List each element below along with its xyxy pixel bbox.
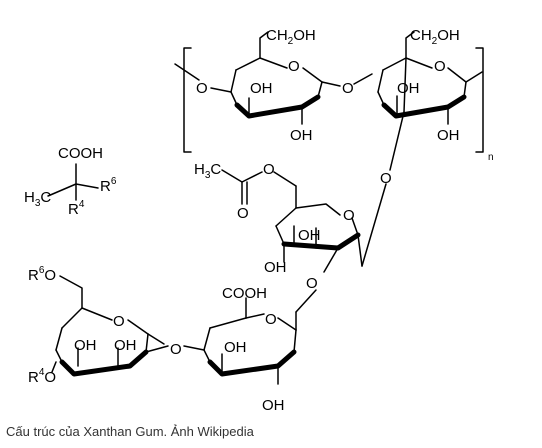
xanthan-gum-structure-diagram: n CH2OH O O OH OH O CH2OH O OH OH: [24, 27, 494, 414]
mannose-ring-acetylated: [275, 185, 363, 313]
acetyl-group: [221, 169, 297, 205]
oh-label-glucuronic-c3: OH: [224, 339, 247, 356]
cooh-label-free: COOH: [58, 145, 103, 162]
carbonyl-oxygen-label: O: [237, 205, 249, 222]
r4-label-free: R4: [68, 199, 85, 218]
ch2oh-label-2: CH2OH: [410, 27, 460, 47]
carboxylic-acid-fragment: [47, 163, 99, 201]
oh-label-mannose1-c2: OH: [264, 259, 287, 276]
oh-label-ring2-c2: OH: [437, 127, 460, 144]
ch2oh-label-1: CH2OH: [266, 27, 316, 47]
glycosidic-oxygen-label-2: O: [342, 80, 354, 97]
polymer-bracket-left: [183, 47, 192, 153]
glucuronic-acid-ring: [183, 297, 297, 385]
h3c-label: H3C: [24, 189, 51, 209]
cooh-label-glucuronic: COOH: [222, 285, 267, 302]
oh-label-glucuronic-c2: OH: [262, 397, 285, 414]
r6o-label: R6O: [28, 265, 56, 284]
h3c-label-acetyl: H3C: [194, 161, 221, 181]
ring-oxygen-label-2: O: [434, 58, 446, 75]
repeat-index-n: n: [488, 152, 494, 163]
ring-oxygen-label-glucuronic: O: [265, 311, 277, 328]
r4o-label: R4O: [28, 367, 56, 386]
oh-label-mannose1-c3: OH: [298, 227, 321, 244]
oh-label-ring1-c2: OH: [290, 127, 313, 144]
side-chain-oxygen-label: O: [380, 170, 392, 187]
side-chain-linkage-bonds: [361, 111, 405, 267]
backbone-glucose-ring-1: [174, 31, 341, 125]
glycosidic-oxygen-label-1: O: [196, 80, 208, 97]
oh-label-terminal-c3: OH: [74, 337, 97, 354]
ring-oxygen-label-1: O: [288, 58, 300, 75]
r6-label-free: R6: [100, 176, 117, 195]
glycosidic-oxygen-label-4: O: [170, 341, 182, 358]
ester-oxygen-label: O: [263, 161, 275, 178]
glycosidic-oxygen-label-3: O: [306, 275, 318, 292]
ring-oxygen-label-terminal: O: [113, 313, 125, 330]
polymer-bracket-right: [475, 47, 484, 153]
oh-label-ring1-c3: OH: [250, 80, 273, 97]
ring-oxygen-label-mannose-1: O: [343, 207, 355, 224]
oh-label-terminal-c2: OH: [114, 337, 137, 354]
terminal-mannose-ring: [51, 275, 169, 377]
figure-caption: Cấu trúc của Xanthan Gum. Ảnh Wikipedia: [6, 424, 254, 439]
backbone-glucose-ring-2: [353, 31, 483, 125]
oh-label-ring2-c3: OH: [397, 80, 420, 97]
